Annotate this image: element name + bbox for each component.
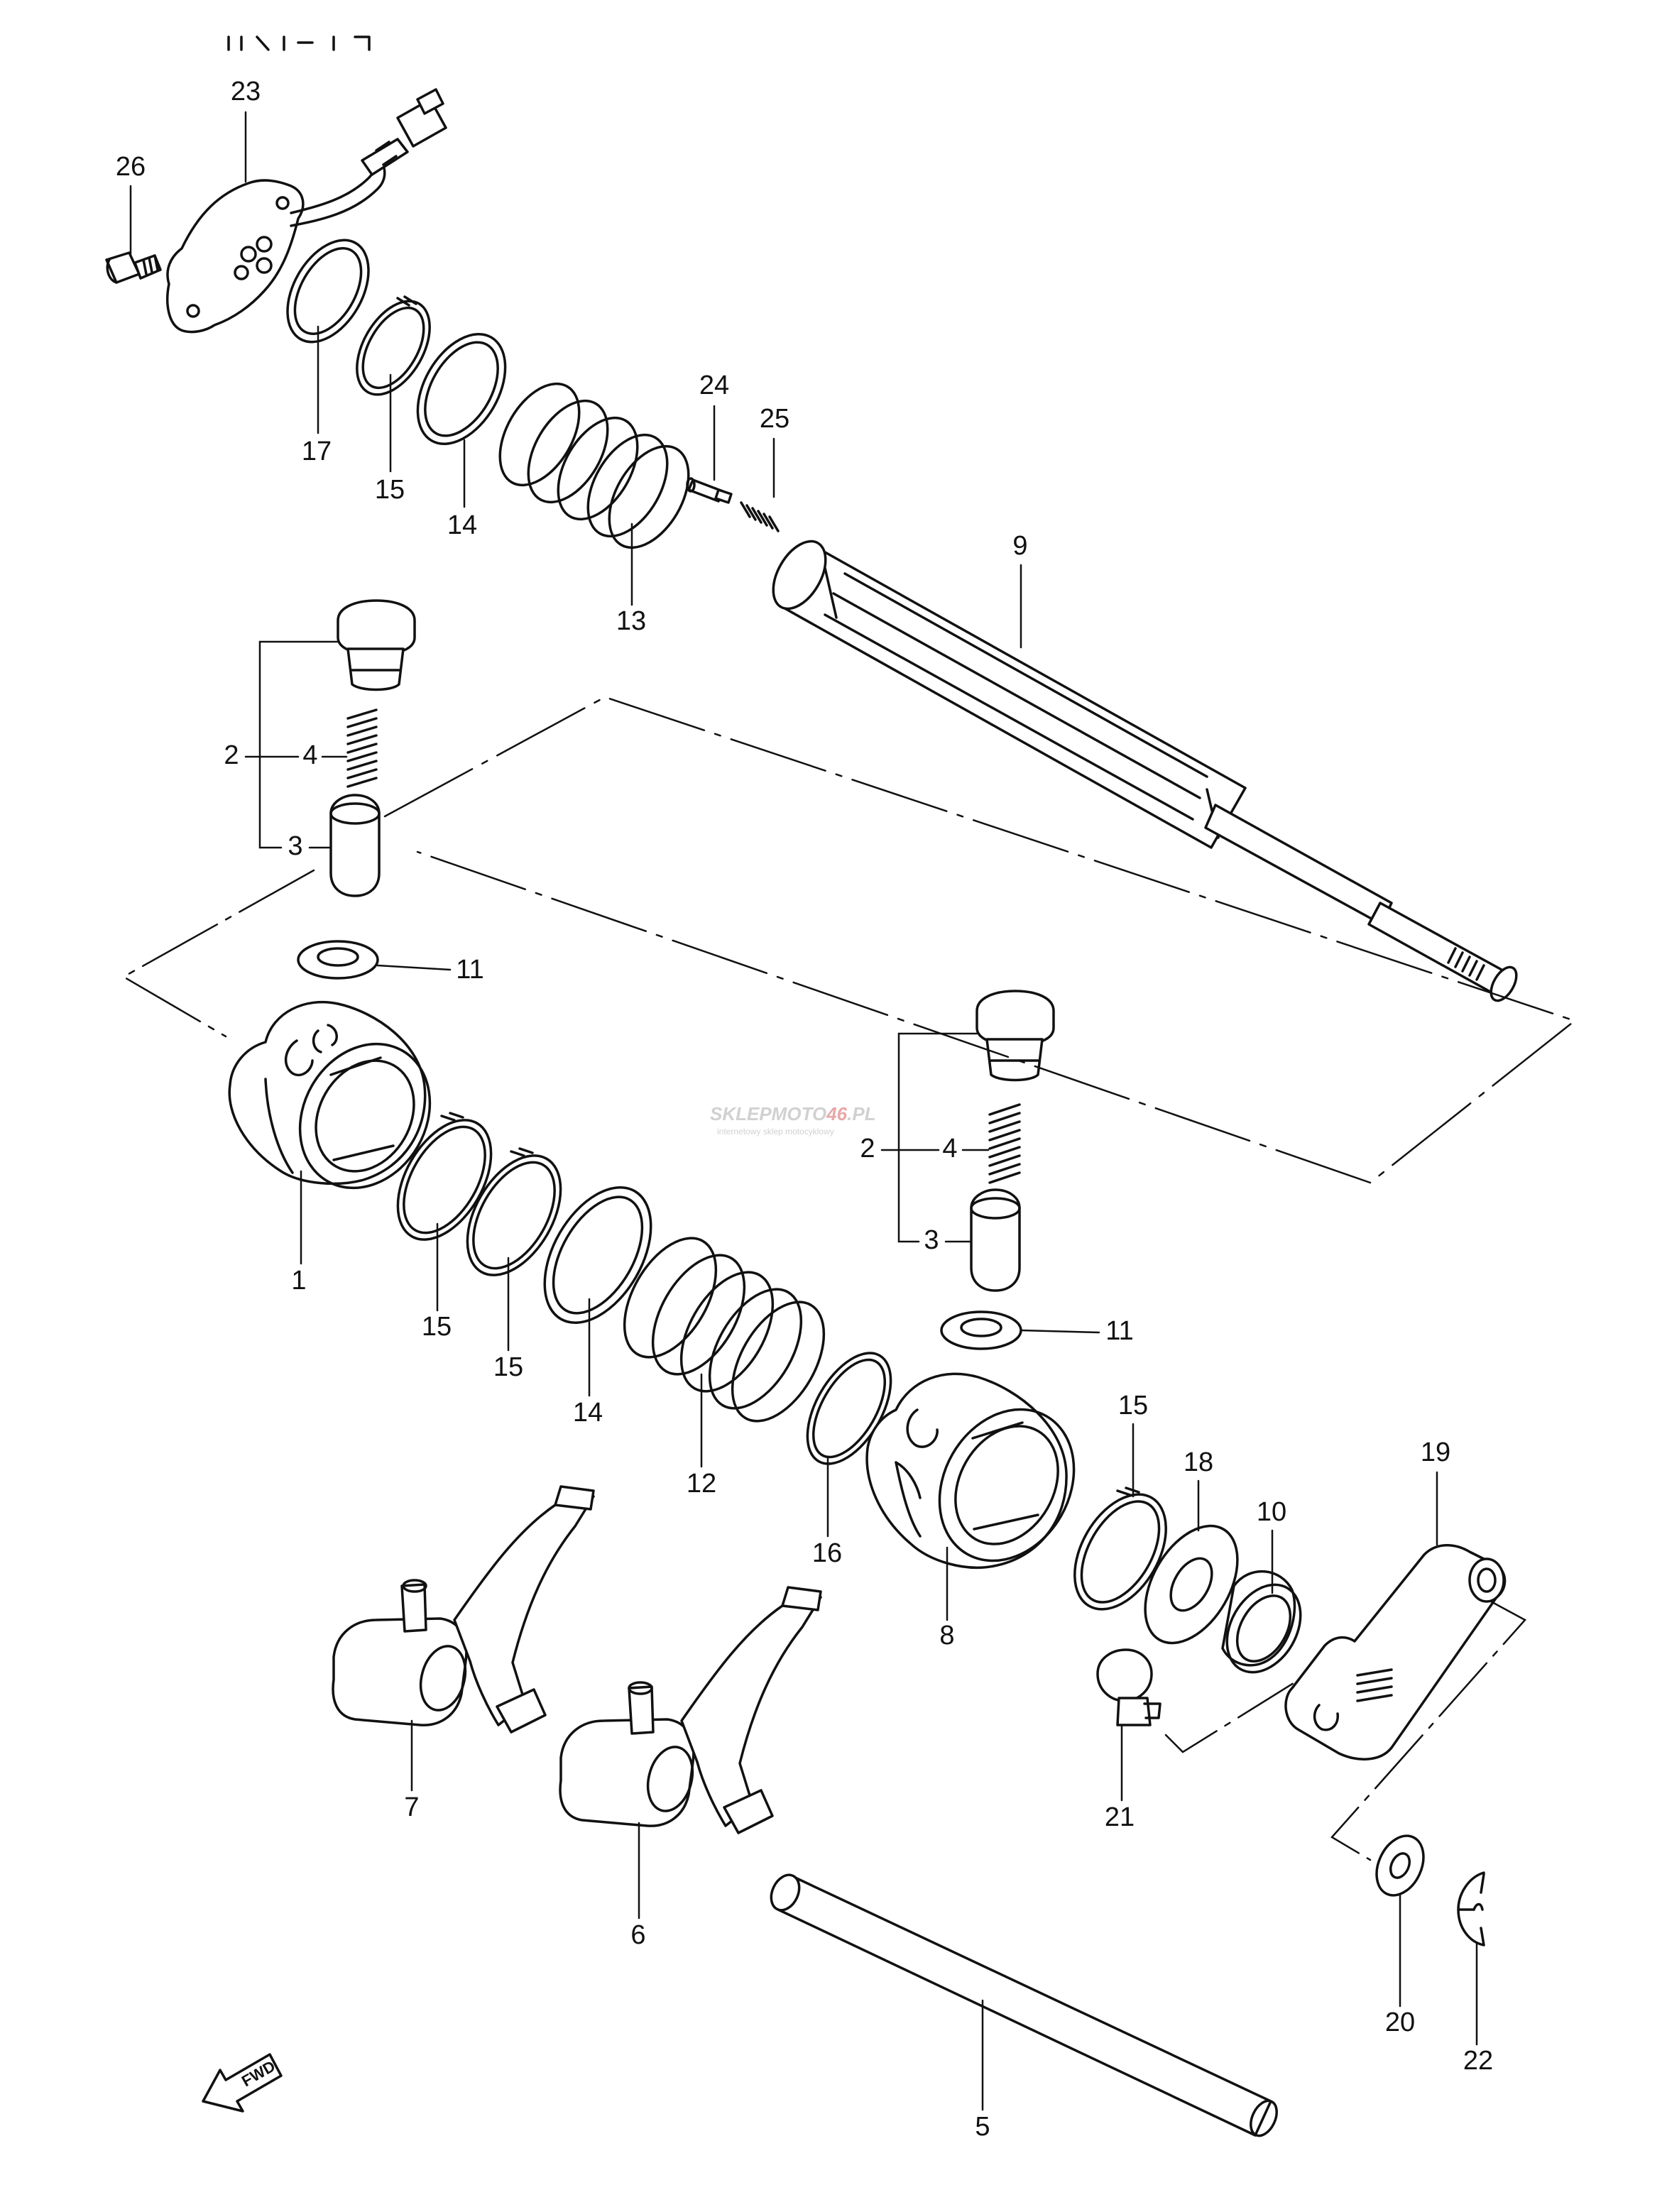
callout-c23: 23: [231, 77, 261, 106]
part-15-circlip-3: [1073, 1486, 1167, 1611]
part-1-shift-cam: [228, 1000, 432, 1190]
callout-c15b: 15: [422, 1312, 452, 1342]
part-15-circlip-1: [396, 1112, 493, 1241]
callout-c4a: 4: [302, 740, 317, 770]
part-2-plug-bottom: [975, 990, 1055, 1082]
watermark-tagline: internetowy sklep motocyklowy: [717, 1127, 834, 1137]
callout-c19: 19: [1421, 1438, 1450, 1467]
callout-c16: 16: [812, 1538, 842, 1568]
callout-c11a: 11: [456, 955, 483, 985]
callout-c26: 26: [116, 152, 146, 182]
callout-c12: 12: [687, 1469, 716, 1499]
part-25-small-spring: [740, 501, 780, 532]
part-23-gear-position-sensor: [166, 88, 447, 334]
callout-c22: 22: [1463, 2046, 1493, 2076]
part-19-shift-arm: [1284, 1544, 1507, 1761]
callout-c3b: 3: [924, 1225, 939, 1255]
callout-c4b: 4: [942, 1134, 957, 1164]
part-5-fork-shaft: [770, 1873, 1278, 2137]
part-14-washer-mid: [543, 1186, 652, 1325]
callout-c11b: 11: [1105, 1316, 1133, 1346]
part-6-shift-fork: [559, 1586, 822, 1834]
watermark: SKLEPMOTO46.PL internetowy sklep motocyk…: [710, 1103, 876, 1137]
part-2-plug-top: [337, 599, 416, 691]
callout-c17: 17: [302, 437, 332, 466]
part-8-shift-cam-2: [865, 1372, 1076, 1569]
callout-c7: 7: [404, 1792, 419, 1822]
part-18-washer: [1144, 1524, 1239, 1645]
figure-title-fragment: [227, 35, 371, 51]
callout-c3a: 3: [288, 831, 302, 861]
fwd-arrow-icon: FWD: [202, 2053, 283, 2113]
callout-c24: 24: [699, 371, 729, 400]
alignment-lines: [121, 696, 1577, 1861]
part-21-pin: [1096, 1648, 1162, 1726]
part-24-pin: [686, 477, 733, 504]
part-15-circlip-2: [466, 1147, 562, 1276]
part-15-circlip-top: [356, 295, 431, 396]
watermark-brand: SKLEPMOTO46.PL: [710, 1103, 876, 1124]
callout-c9: 9: [1012, 531, 1027, 561]
callout-c14b: 14: [573, 1398, 603, 1428]
part-3-plunger-top: [329, 794, 381, 897]
part-10-bearing: [1221, 1570, 1302, 1674]
part-4-spring-top: [346, 708, 378, 788]
part-14-washer-top: [416, 332, 507, 446]
callout-c8: 8: [939, 1621, 954, 1650]
part-26-bolt: [105, 251, 162, 284]
callout-c5: 5: [975, 2112, 990, 2142]
callout-c20: 20: [1385, 2008, 1415, 2037]
part-11-washer-top: [297, 940, 379, 980]
callout-c18: 18: [1184, 1447, 1213, 1477]
part-20-washer: [1375, 1834, 1425, 1897]
callout-c6: 6: [630, 1920, 645, 1950]
part-12-spring: [623, 1237, 826, 1423]
callout-c14a: 14: [447, 510, 477, 540]
callout-c2a: 2: [224, 740, 239, 770]
part-7-shift-fork: [332, 1485, 595, 1734]
leader-lines: [129, 111, 1478, 2111]
callout-c1: 1: [291, 1266, 306, 1296]
part-9-shift-shaft: [772, 540, 1518, 1002]
callout-c21: 21: [1105, 1802, 1135, 1832]
part-22-e-clip: [1457, 1871, 1485, 1947]
callout-c15d: 15: [1118, 1391, 1148, 1420]
part-13-spring: [498, 382, 690, 549]
callout-c13: 13: [616, 606, 646, 636]
callout-c15a: 15: [375, 475, 405, 505]
callout-c15c: 15: [493, 1352, 523, 1382]
callout-c2b: 2: [860, 1134, 875, 1164]
part-3-plunger-bottom: [970, 1188, 1021, 1292]
part-17-o-ring: [286, 239, 370, 344]
callout-c25: 25: [760, 404, 789, 434]
callout-c10: 10: [1257, 1497, 1286, 1527]
part-4-spring-bottom: [988, 1103, 1021, 1184]
part-11-washer-bottom: [940, 1310, 1022, 1350]
